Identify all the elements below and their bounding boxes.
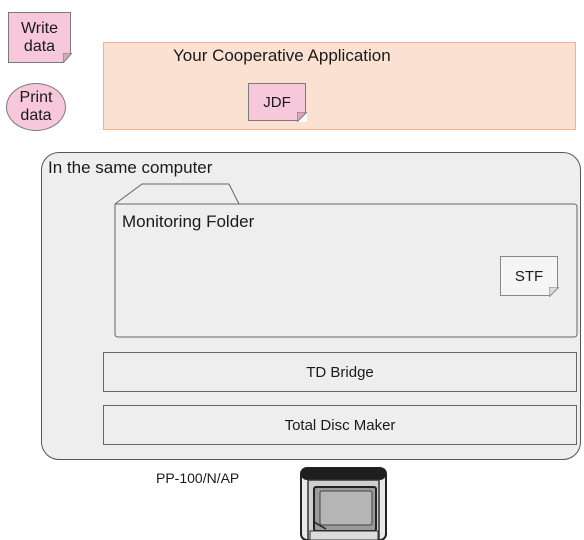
write-data-line1: Write [20,19,59,37]
application-title: Your Cooperative Application [173,46,391,65]
td-bridge-bar: TD Bridge [103,352,577,392]
computer-label: In the same computer [48,158,213,177]
jdf-label: JDF [263,93,291,111]
total-disc-maker-bar: Total Disc Maker [103,405,577,445]
jdf-file-note: JDF [248,83,306,121]
write-note-fold-icon [63,53,72,63]
printer-label: PP-100/N/AP [156,470,240,486]
stf-label: STF [514,267,544,285]
write-data-line2: data [23,37,56,55]
write-data-note: Write data [8,12,71,63]
monitoring-folder-icon [114,183,578,338]
total-disc-maker-label: Total Disc Maker [284,416,396,434]
print-data-circle: Print data [6,83,66,131]
jdf-note-fold-icon [297,112,307,122]
print-data-line2: data [20,107,52,124]
stf-note-fold-icon [549,287,559,297]
monitoring-folder-label: Monitoring Folder [122,212,255,231]
cooperative-application-box [103,42,576,130]
disc-publisher-printer-icon [300,467,387,540]
td-bridge-label: TD Bridge [306,363,374,381]
print-data-line1: Print [19,89,53,106]
stf-file-note: STF [500,256,558,296]
